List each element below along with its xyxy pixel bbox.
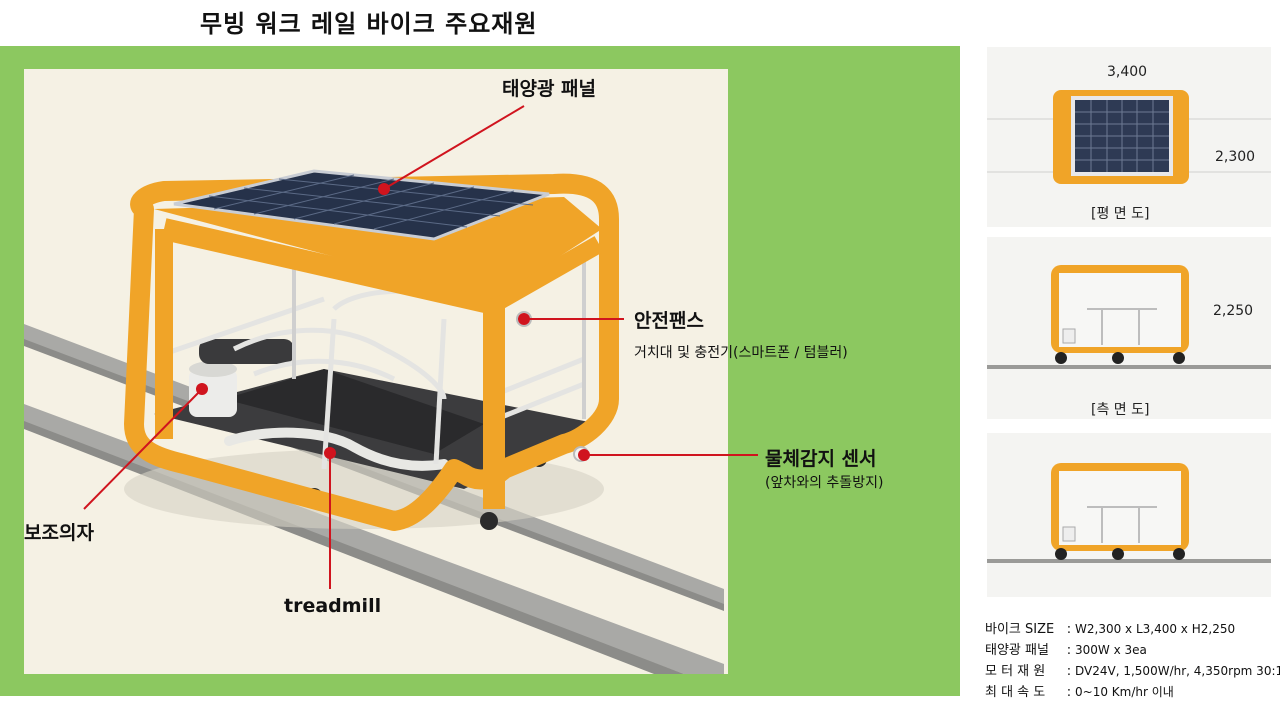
- rail-bike-render: [24, 69, 728, 674]
- orange-frame: [124, 173, 619, 531]
- label-safety-fence: 안전팬스: [634, 310, 704, 332]
- spec-key: 바이크 SIZE: [985, 622, 1055, 637]
- spec-value: 0~10 Km/hr 이내: [1075, 685, 1174, 699]
- spec-list: 바이크 SIZE:W2,300 x L3,400 x H2,250 태양광 패널…: [985, 618, 1280, 702]
- treadmill-belt: [224, 369, 484, 454]
- label-aux-seat: 보조의자: [24, 522, 94, 544]
- side-view: 2,250: [987, 237, 1271, 419]
- plan-view: 3,400 2,300: [987, 47, 1271, 227]
- front-view: [987, 433, 1271, 597]
- label-object-sensor: 물체감지 센서: [765, 448, 877, 470]
- side-dim-height: 2,250: [1213, 303, 1254, 319]
- spec-row: 최 대 속 도:0~10 Km/hr 이내: [985, 681, 1280, 702]
- spec-value: DV24V, 1,500W/hr, 4,350rpm 30:1: [1075, 664, 1280, 678]
- spec-key: 태양광 패널: [985, 643, 1049, 658]
- label-solar-panel: 태양광 패널: [502, 78, 597, 100]
- plan-view-caption: [평 면 도]: [1091, 206, 1150, 222]
- solar-panel: [173, 169, 550, 241]
- spec-row: 모 터 재 원:DV24V, 1,500W/hr, 4,350rpm 30:1: [985, 660, 1280, 681]
- sensor-pointer-extension: [728, 454, 758, 456]
- spec-key: 모 터 재 원: [985, 664, 1046, 679]
- plan-dim-width: 2,300: [1215, 149, 1256, 165]
- page-title: 무빙 워크 레일 바이크 주요재원: [200, 10, 538, 38]
- pointer-lines: [83, 105, 728, 589]
- spec-value: 300W x 3ea: [1075, 643, 1147, 657]
- label-treadmill: treadmill: [284, 595, 382, 617]
- side-view-caption: [측 면 도]: [1091, 402, 1150, 418]
- spec-colon: :: [1066, 622, 1072, 637]
- rail-bike-illustration: [24, 105, 728, 674]
- spec-row: 태양광 패널:300W x 3ea: [985, 639, 1280, 660]
- spec-colon: :: [1066, 664, 1072, 679]
- spec-colon: :: [1066, 685, 1072, 700]
- aux-seat: [189, 339, 294, 417]
- spec-key: 최 대 속 도: [985, 685, 1046, 700]
- plan-dim-length: 3,400: [1107, 64, 1148, 80]
- spec-value: W2,300 x L3,400 x H2,250: [1075, 622, 1236, 636]
- pointer-dots: [196, 183, 590, 461]
- spec-row: 바이크 SIZE:W2,300 x L3,400 x H2,250: [985, 618, 1280, 639]
- label-object-sensor-sub: (앞차와의 추돌방지): [765, 475, 884, 491]
- label-safety-fence-sub: 거치대 및 충전기(스마트폰 / 텀블러): [634, 345, 848, 361]
- spec-colon: :: [1066, 643, 1072, 658]
